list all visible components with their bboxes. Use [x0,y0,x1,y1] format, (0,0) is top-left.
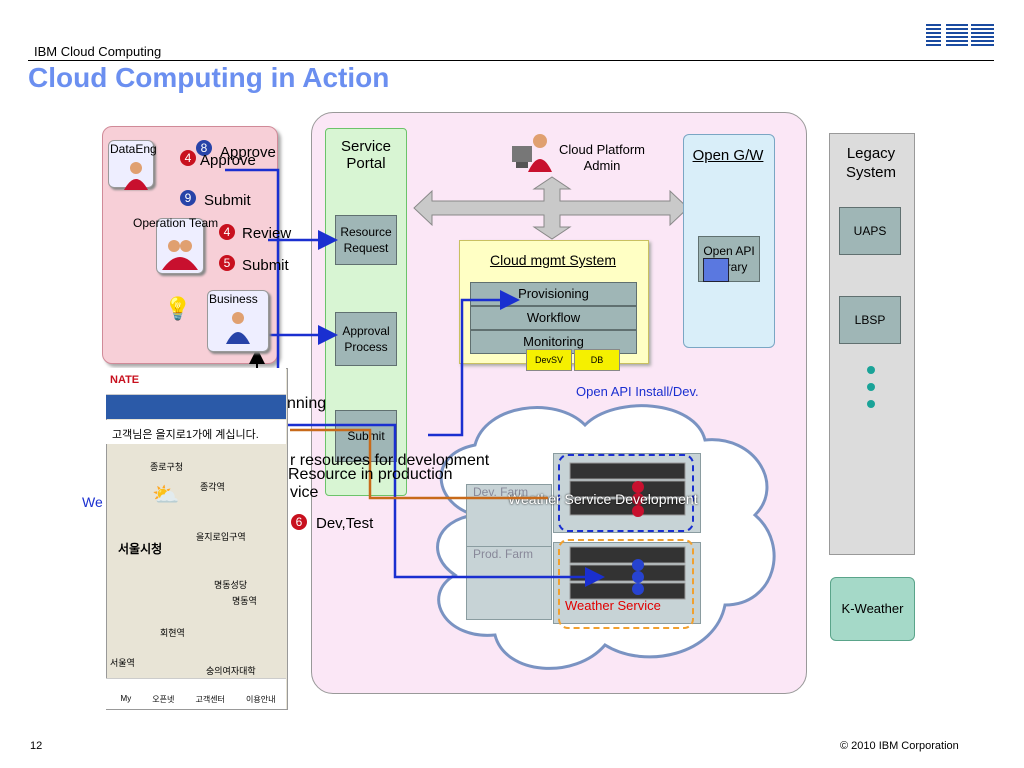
overlay-text: vice [290,484,319,501]
step-badge: 9 [180,190,196,206]
mobile-menu-bar [106,678,286,709]
step-label: Review [242,225,292,242]
ellipsis-dot [867,400,875,408]
map-place: 숭의여자대학 [206,666,256,676]
step-label: Submit [242,257,289,274]
resource-request-box[interactable]: Resource Request [335,215,397,265]
location-status: 고객님은 을지로1가에 계십니다. [112,429,259,441]
legacy-title: Legacy System [845,145,896,181]
devsv-tag: DevSV [526,349,572,371]
section-label: IBM Cloud Computing [34,44,162,59]
step-label: Approve [200,152,256,169]
step-badge: 8 [196,140,212,156]
api-block [703,258,729,282]
step-label: Approve [220,144,276,161]
dataeng-avatar [108,140,154,188]
workflow-row: Workflow [470,306,637,330]
map-place: 종각역 [200,482,225,492]
map-place: 종로구청 [150,462,184,472]
business-label: Business [209,292,258,306]
team-people-icon [162,240,198,270]
cloud-mgmt-title: Cloud mgmt System [489,252,617,268]
page-title: Cloud Computing in Action [28,62,390,93]
mobile-top-bar [106,368,286,395]
copyright: © 2010 IBM Corporation [840,740,959,752]
weather-sun-cloud-icon: ⛅ [152,482,180,507]
step-badge: 6 [291,514,307,530]
prod-service-label: Weather Service [565,598,661,613]
map-place: 서울역 [110,658,135,668]
map-place: 을지로입구역 [196,532,246,542]
menu-item[interactable]: 이용안내 [245,695,276,704]
ellipsis-dot [867,383,875,391]
api-install-label: Open API Install/Dev. [576,384,699,399]
cloud-admin-label: Cloud Platform Admin [559,142,645,173]
menu-item[interactable]: 오픈넷 [152,695,175,704]
overlay-text: r resources for development [290,452,490,469]
page-number: 12 [30,740,43,752]
open-gw-title: Open G/W [692,147,764,164]
map-place: 회현역 [160,628,185,638]
map-place: 서울시청 [118,542,163,556]
business-user-icon [226,312,250,344]
mobile-status-bar [106,420,286,444]
admin-user-icon [512,134,552,172]
team-people-icon [124,162,148,190]
step-badge: 4 [219,224,235,240]
ibm-logo [926,22,994,52]
prod-farm: Prod. Farm [466,546,552,620]
step-label: Dev,Test [316,515,374,532]
db-tag: DB [574,349,620,371]
step-badge: 5 [219,255,235,271]
dev-service-label: Weather Service Development [508,491,698,507]
service-portal-title: Service Portal [340,138,392,172]
ellipsis-dot [867,366,875,374]
approval-process-box[interactable]: Approval Process [335,312,397,366]
nate-logo: NATE [110,374,140,386]
lbsp-box: LBSP [839,296,901,344]
menu-item[interactable]: 고객센터 [195,695,225,704]
mobile-menu: My 오픈넷 고객센터 이용안내 [110,694,286,705]
bidirectional-arrow [413,176,689,240]
step-label: Submit [204,192,251,209]
lightbulb-icon: 💡 [164,296,192,321]
k-weather-box: K-Weather [830,577,915,641]
step-badge: 4 [180,150,196,166]
overlay-text: We [82,494,103,510]
map-place: 명동역 [232,596,257,606]
provisioning-row: Provisioning [470,282,637,306]
dataeng-label: DataEng [110,142,157,156]
header-divider [28,60,994,61]
menu-item[interactable]: My [120,694,132,703]
overlay-text: Resource in production [288,466,453,483]
prod-dashed-frame [558,539,694,629]
map-place: 명동성당 [214,580,248,590]
uaps-box: UAPS [839,207,901,255]
legacy-system-panel [829,133,915,555]
operation-team-label: Operation Team [133,216,219,230]
mobile-icon-bar [106,395,286,419]
overlay-text: nning [287,395,327,412]
